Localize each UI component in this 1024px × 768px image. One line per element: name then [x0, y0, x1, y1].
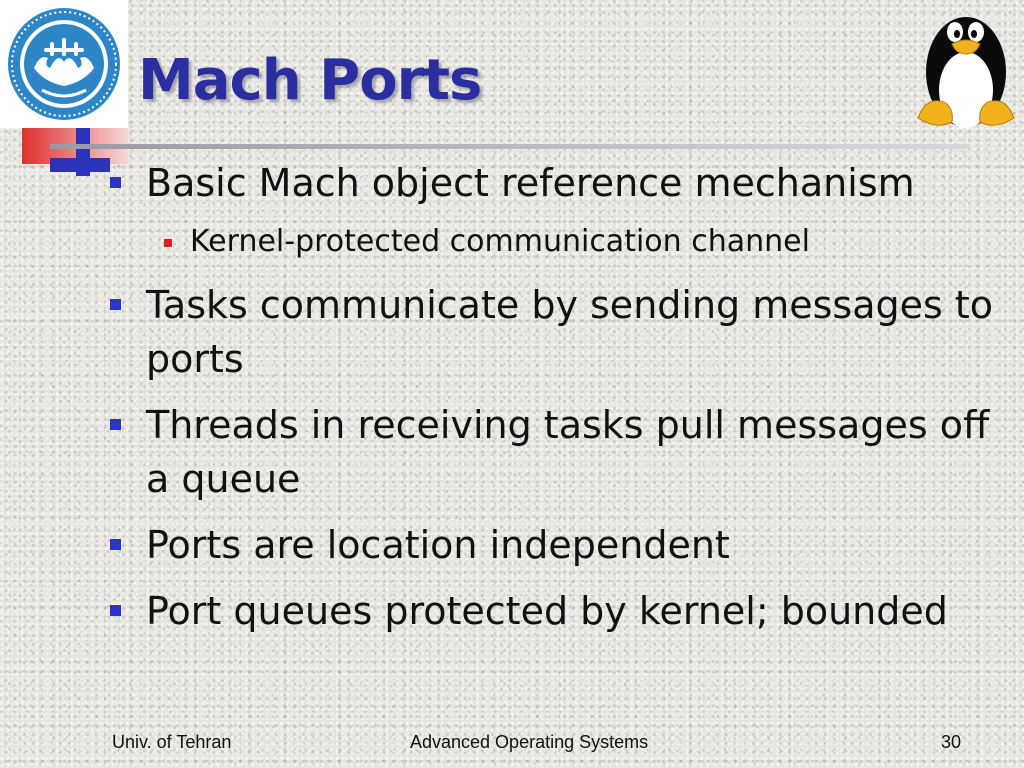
square-bullet-icon	[110, 539, 121, 550]
logo-panel	[0, 0, 128, 128]
square-bullet-icon	[110, 605, 121, 616]
bullet-text: Basic Mach object reference mechanism	[146, 161, 915, 205]
square-bullet-icon	[110, 419, 121, 430]
bullet-text: Threads in receiving tasks pull messages…	[146, 403, 990, 501]
footer-institution: Univ. of Tehran	[112, 732, 232, 752]
square-bullet-icon	[110, 299, 121, 310]
linux-penguin-icon	[917, 17, 1015, 128]
footer-page-number: 30	[941, 732, 962, 752]
university-seal-icon	[8, 8, 120, 120]
square-bullet-icon	[110, 177, 121, 188]
sub-bullet-text: Kernel-protected communication channel	[190, 224, 810, 259]
slide-title: Mach Ports	[138, 48, 482, 113]
bullet-item: Threads in receiving tasks pull messages…	[110, 398, 1006, 506]
bullet-text: Tasks communicate by sending messages to…	[146, 283, 994, 381]
bullet-text: Port queues protected by kernel; bounded	[146, 589, 948, 633]
bullet-text: Ports are location independent	[146, 523, 730, 567]
sub-bullet-item: Kernel-protected communication channel	[164, 222, 990, 262]
square-bullet-icon	[164, 239, 172, 247]
footer-course: Advanced Operating Systems	[410, 732, 649, 752]
bullet-item: Ports are location independent	[110, 518, 1006, 572]
bullet-item: Basic Mach object reference mechanism	[110, 156, 1006, 210]
bullet-item: Port queues protected by kernel; bounded	[110, 584, 1006, 638]
bullet-item: Tasks communicate by sending messages to…	[110, 278, 1006, 386]
